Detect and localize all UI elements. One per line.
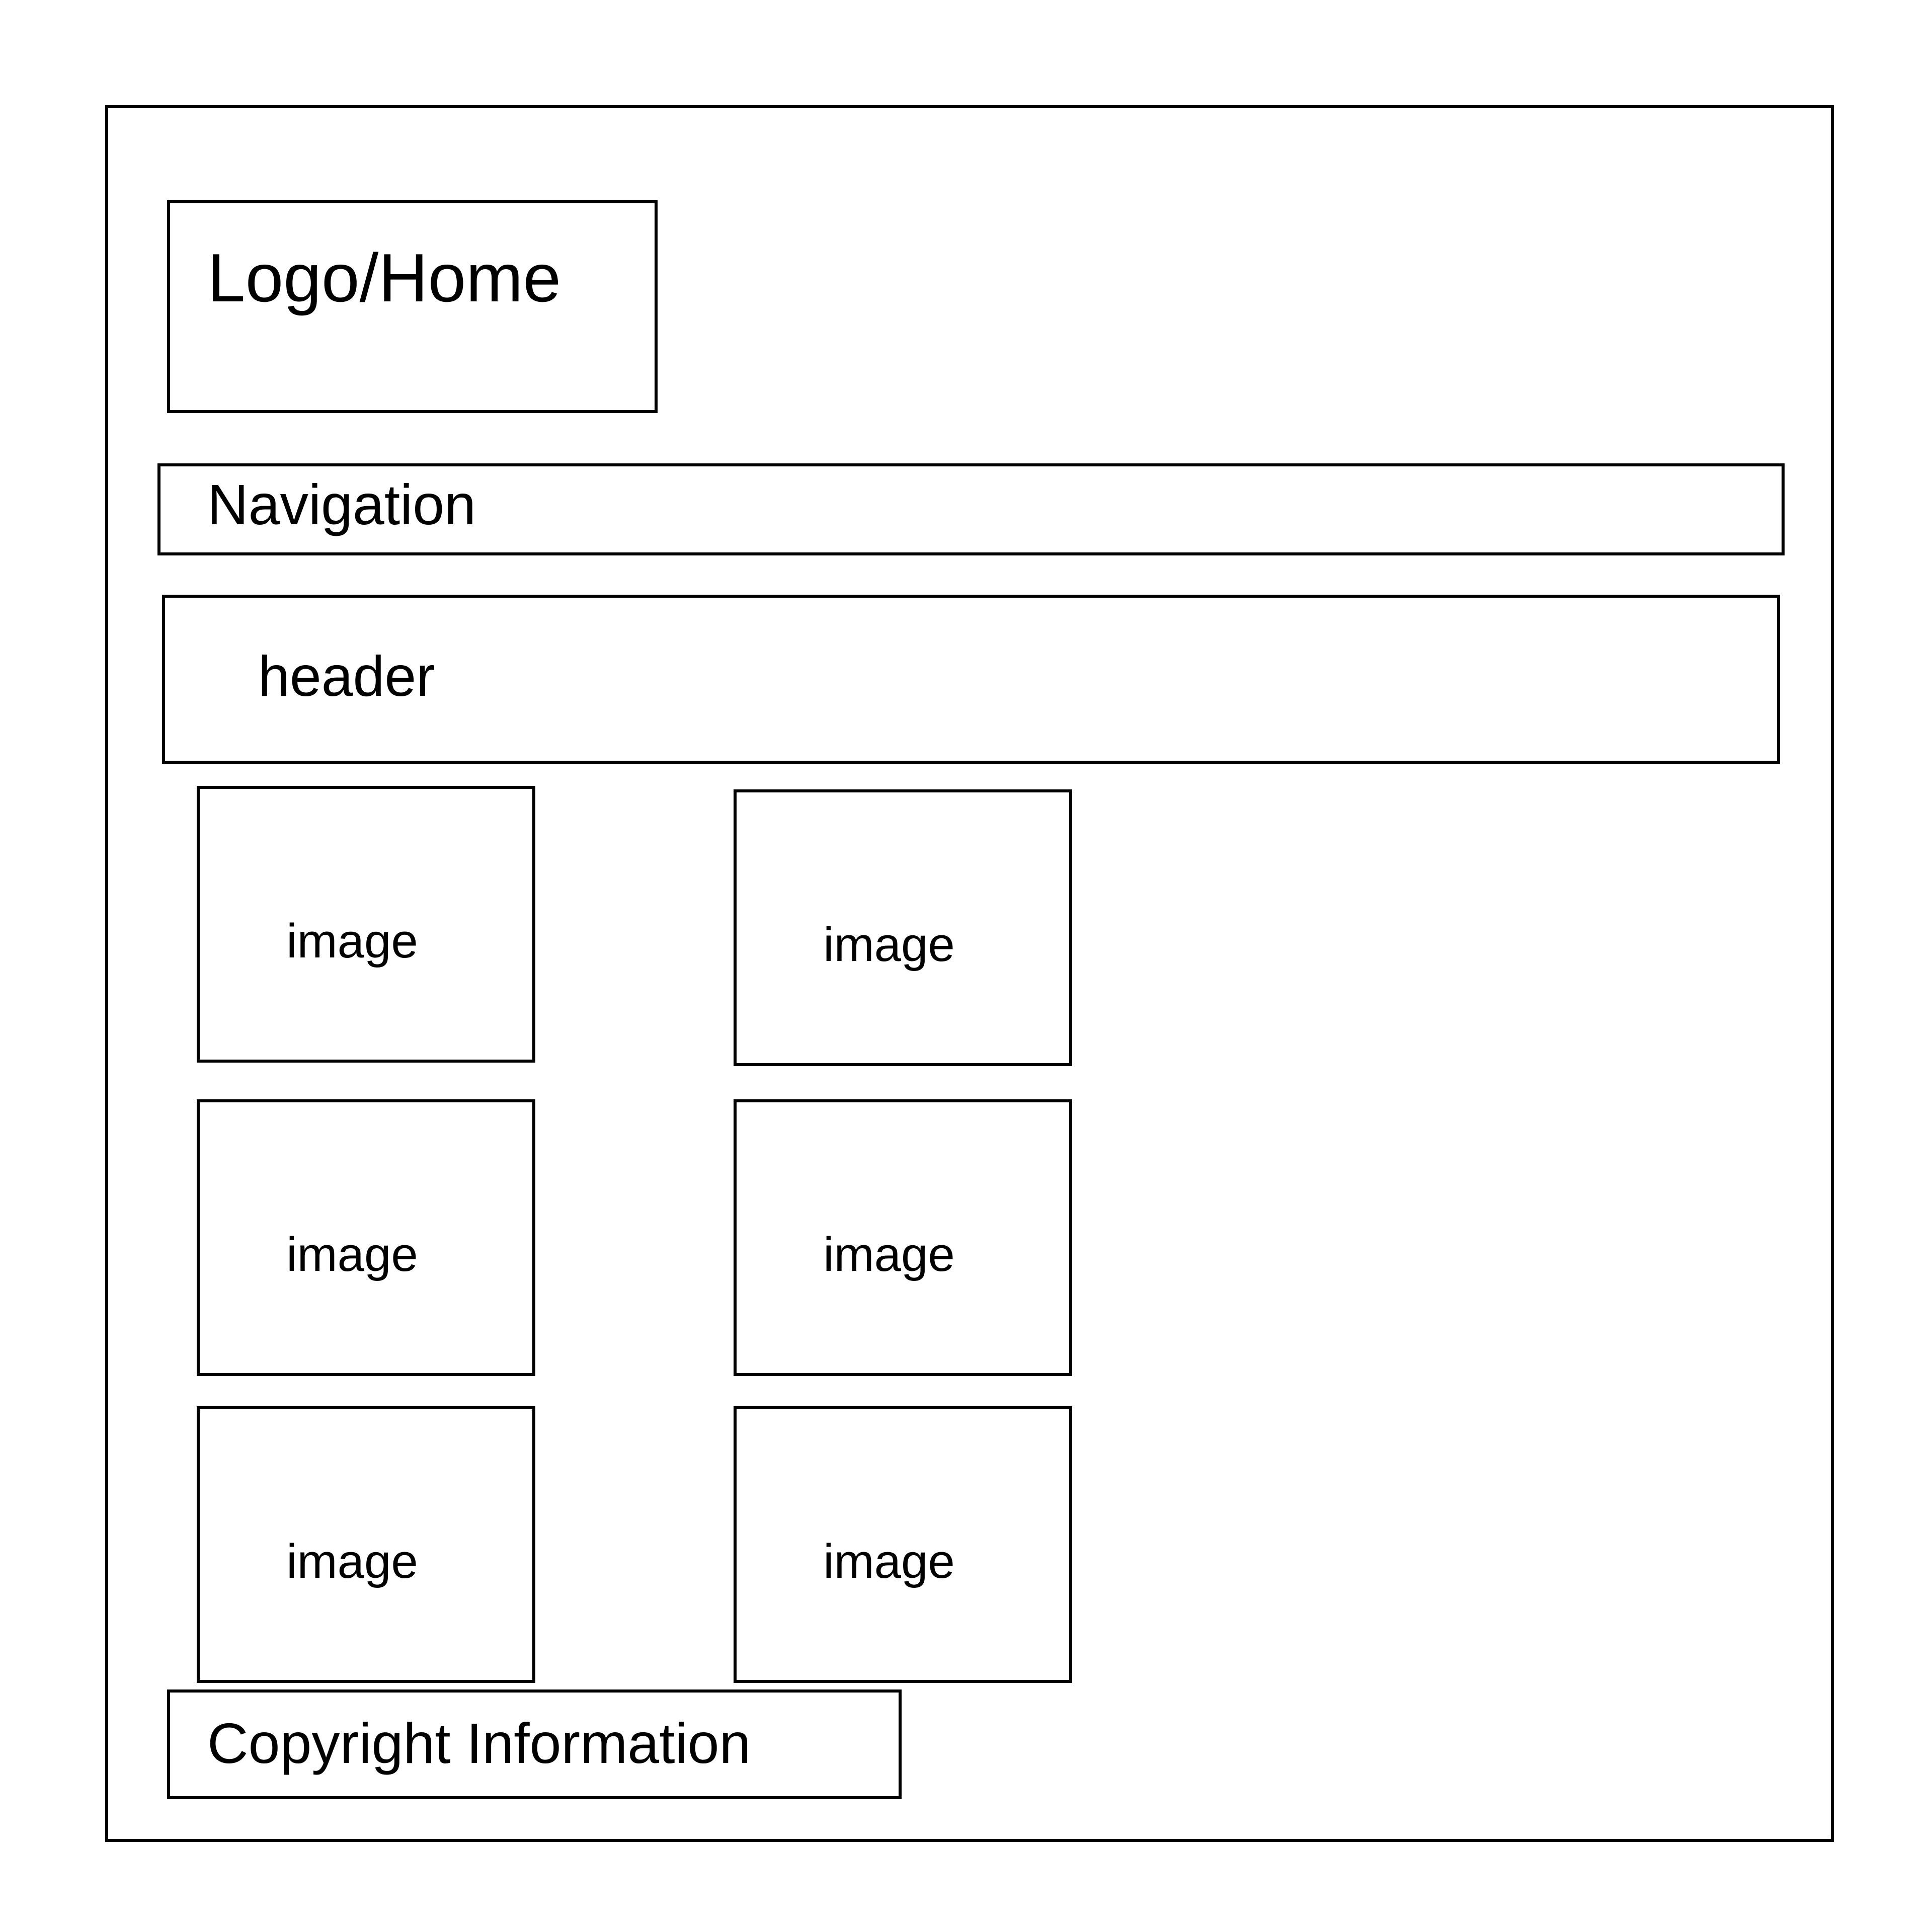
image-label: image	[823, 1535, 955, 1588]
image-placeholder[interactable]: image	[197, 1099, 535, 1376]
image-placeholder[interactable]: image	[197, 786, 535, 1063]
navigation-bar[interactable]: Navigation	[157, 463, 1785, 555]
image-placeholder[interactable]: image	[734, 1099, 1072, 1376]
image-placeholder[interactable]: image	[734, 1406, 1072, 1683]
header-box: header	[162, 595, 1780, 764]
image-label: image	[286, 914, 418, 968]
image-placeholder[interactable]: image	[197, 1406, 535, 1683]
copyright-footer: Copyright Information	[167, 1689, 902, 1799]
logo-home-label: Logo/Home	[207, 239, 561, 316]
logo-home-box[interactable]: Logo/Home	[167, 200, 658, 413]
navigation-label: Navigation	[207, 473, 476, 536]
header-label: header	[258, 645, 435, 708]
copyright-label: Copyright Information	[207, 1712, 751, 1775]
image-label: image	[823, 1228, 955, 1281]
image-label: image	[286, 1535, 418, 1588]
image-label: image	[286, 1228, 418, 1281]
image-label: image	[823, 918, 955, 972]
image-placeholder[interactable]: image	[734, 789, 1072, 1066]
